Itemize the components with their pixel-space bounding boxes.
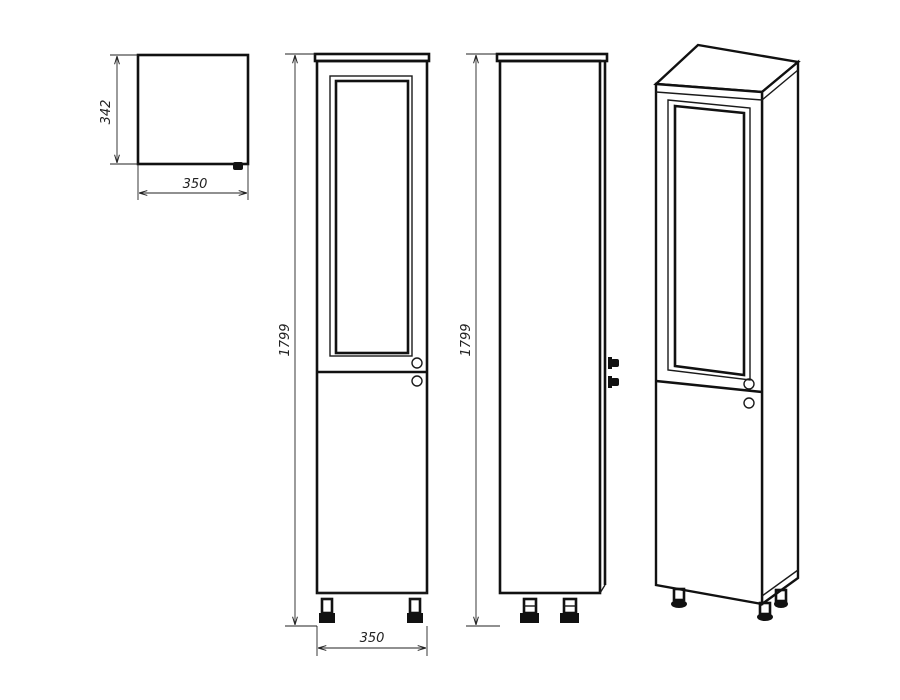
iso-leg-back-right (774, 588, 788, 608)
iso-front-face (654, 82, 764, 606)
iso-upper-knob (743, 378, 755, 390)
iso-top-edge (655, 69, 799, 101)
iso-glass-panel (673, 104, 746, 377)
front-height-label: 1799 (278, 323, 293, 356)
isometric-view (653, 43, 801, 621)
side-body (498, 59, 602, 595)
top-depth-label: 342 (99, 100, 114, 125)
iso-leg-front-left (671, 587, 687, 608)
front-lower-knob (411, 375, 423, 387)
front-glass-panel (334, 79, 410, 355)
side-height-label: 1799 (459, 323, 474, 356)
front-leg-right (407, 597, 423, 623)
front-view: 1799 350 (278, 52, 431, 656)
top-width-label: 350 (183, 177, 208, 192)
side-leg-left (520, 597, 539, 623)
front-glass-frame-outer (329, 75, 413, 357)
front-upper-knob (411, 357, 423, 369)
front-body (315, 59, 429, 595)
iso-door-divider (655, 379, 763, 394)
iso-side-face (760, 59, 800, 607)
top-view-outline (136, 53, 250, 166)
side-view: 1799 (459, 52, 619, 627)
side-leg-right (560, 597, 579, 623)
top-view-handle (233, 162, 243, 170)
side-lower-knob (608, 376, 619, 388)
front-width-label: 350 (360, 631, 385, 646)
iso-leg-front-right (757, 601, 773, 621)
side-upper-knob (608, 357, 619, 369)
top-view: 342 350 (99, 53, 250, 200)
iso-lower-knob (743, 397, 755, 409)
iso-glass-frame-outer (667, 99, 751, 381)
front-leg-left (319, 597, 335, 623)
